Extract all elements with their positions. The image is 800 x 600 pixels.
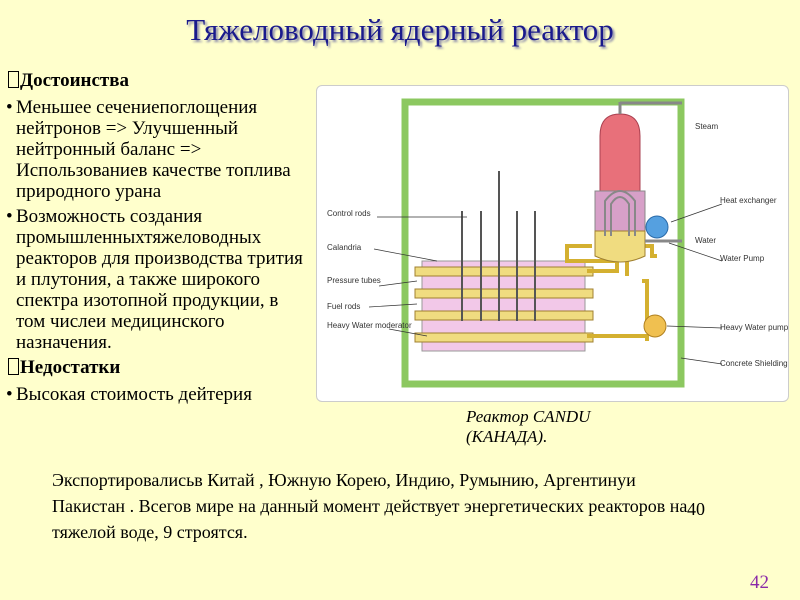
- disadvantage-item: Высокая стоимость дейтерия: [6, 384, 308, 405]
- caption-line-2: (КАНАДА).: [466, 427, 548, 446]
- heavy-water-pump-label: Heavy Water pump: [720, 323, 788, 332]
- reactor-schematic: Steam Heat exchanger Water Water Pump He…: [327, 98, 789, 388]
- bullet-box-icon: [8, 71, 19, 88]
- fuel-rods-label: Fuel rods: [327, 302, 360, 311]
- diagram-caption: Реактор CANDU (КАНАДА).: [466, 407, 590, 447]
- control-rods-label: Control rods: [327, 209, 371, 218]
- calandria-label: Calandria: [327, 243, 362, 252]
- steam-generator-bottom: [594, 230, 646, 263]
- water-pump-icon: [645, 215, 669, 239]
- export-paragraph: Экспортировалисьв Китай , Южную Корею, И…: [52, 470, 688, 542]
- heavy-water-moderator-label: Heavy Water moderator: [327, 321, 412, 330]
- pressure-tubes-label: Pressure tubes: [327, 276, 381, 285]
- page-number: 42: [750, 572, 769, 593]
- concrete-shielding-label: Concrete Shielding: [720, 359, 788, 368]
- water-label: Water: [695, 236, 716, 245]
- advantages-heading: Достоинства: [8, 70, 308, 91]
- heat-exchanger-label: Heat exchanger: [720, 196, 777, 205]
- operating-reactors-count: 40: [687, 499, 705, 519]
- steam-generator-top: [599, 113, 641, 192]
- concrete-shielding-wall: [401, 98, 685, 388]
- steam-label: Steam: [695, 122, 718, 131]
- disadvantages-heading: Недостатки: [8, 357, 308, 378]
- pros-cons-list: Достоинства Меньшее сечениепоглощения не…: [6, 70, 308, 409]
- slide-title: Тяжеловодный ядерный реактор: [186, 12, 614, 47]
- advantage-item: Меньшее сечениепоглощения нейтронов => У…: [6, 97, 308, 202]
- candu-reactor-diagram: Steam Heat exchanger Water Water Pump He…: [316, 85, 789, 402]
- water-pump-label: Water Pump: [720, 254, 765, 263]
- advantage-item: Возможность создания промышленныхтяжелов…: [6, 206, 308, 353]
- caption-line-1: Реактор CANDU: [466, 407, 591, 426]
- bullet-box-icon: [8, 358, 19, 375]
- heavy-water-pump-icon: [643, 314, 667, 338]
